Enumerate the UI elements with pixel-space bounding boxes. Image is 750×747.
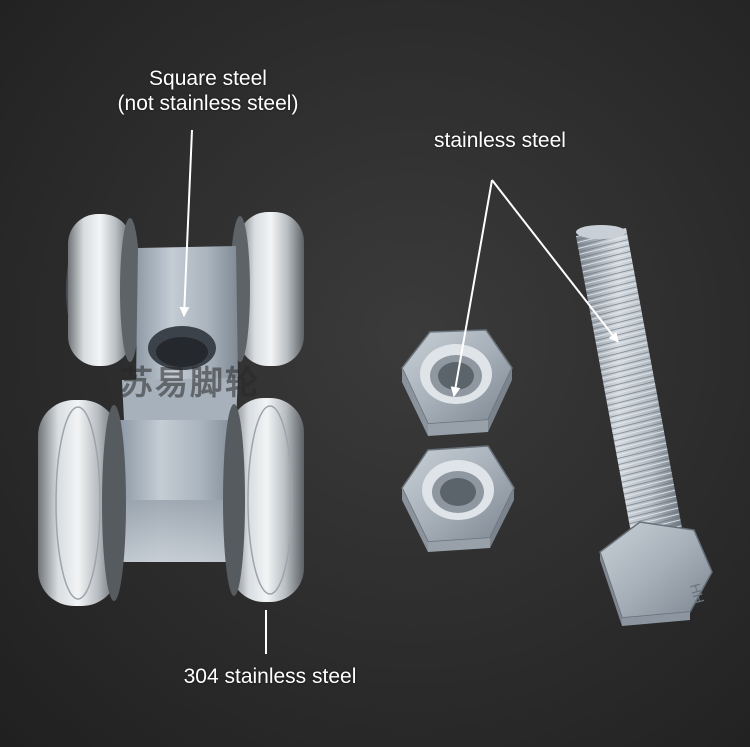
wheel-bottom-left xyxy=(38,400,126,606)
arrow-square-steel xyxy=(179,129,193,317)
arrow-stainless-nut xyxy=(450,179,493,397)
label-square-steel-line2: (not stainless steel) xyxy=(117,92,299,115)
wheel-bottom-right xyxy=(223,398,304,602)
annotation-arrows xyxy=(179,129,619,654)
label-304-stainless-steel: 304 stainless steel xyxy=(183,665,357,688)
wheel-top-left xyxy=(66,214,140,366)
square-steel-block xyxy=(120,246,238,562)
hex-bolt: HH xyxy=(576,225,713,626)
label-square-steel: Square steel (not stainless steel) xyxy=(98,66,318,116)
label-stainless-steel: stainless steel xyxy=(434,129,566,152)
wheel-top-right xyxy=(230,212,304,366)
roller-assembly xyxy=(38,212,304,606)
watermark: 苏易脚轮 xyxy=(120,363,260,402)
bolt-head-marking: HH xyxy=(687,582,708,606)
arrow-stainless-bolt xyxy=(491,179,619,343)
label-square-steel-line1: Square steel xyxy=(149,67,267,90)
hex-nut-bottom xyxy=(401,445,515,552)
